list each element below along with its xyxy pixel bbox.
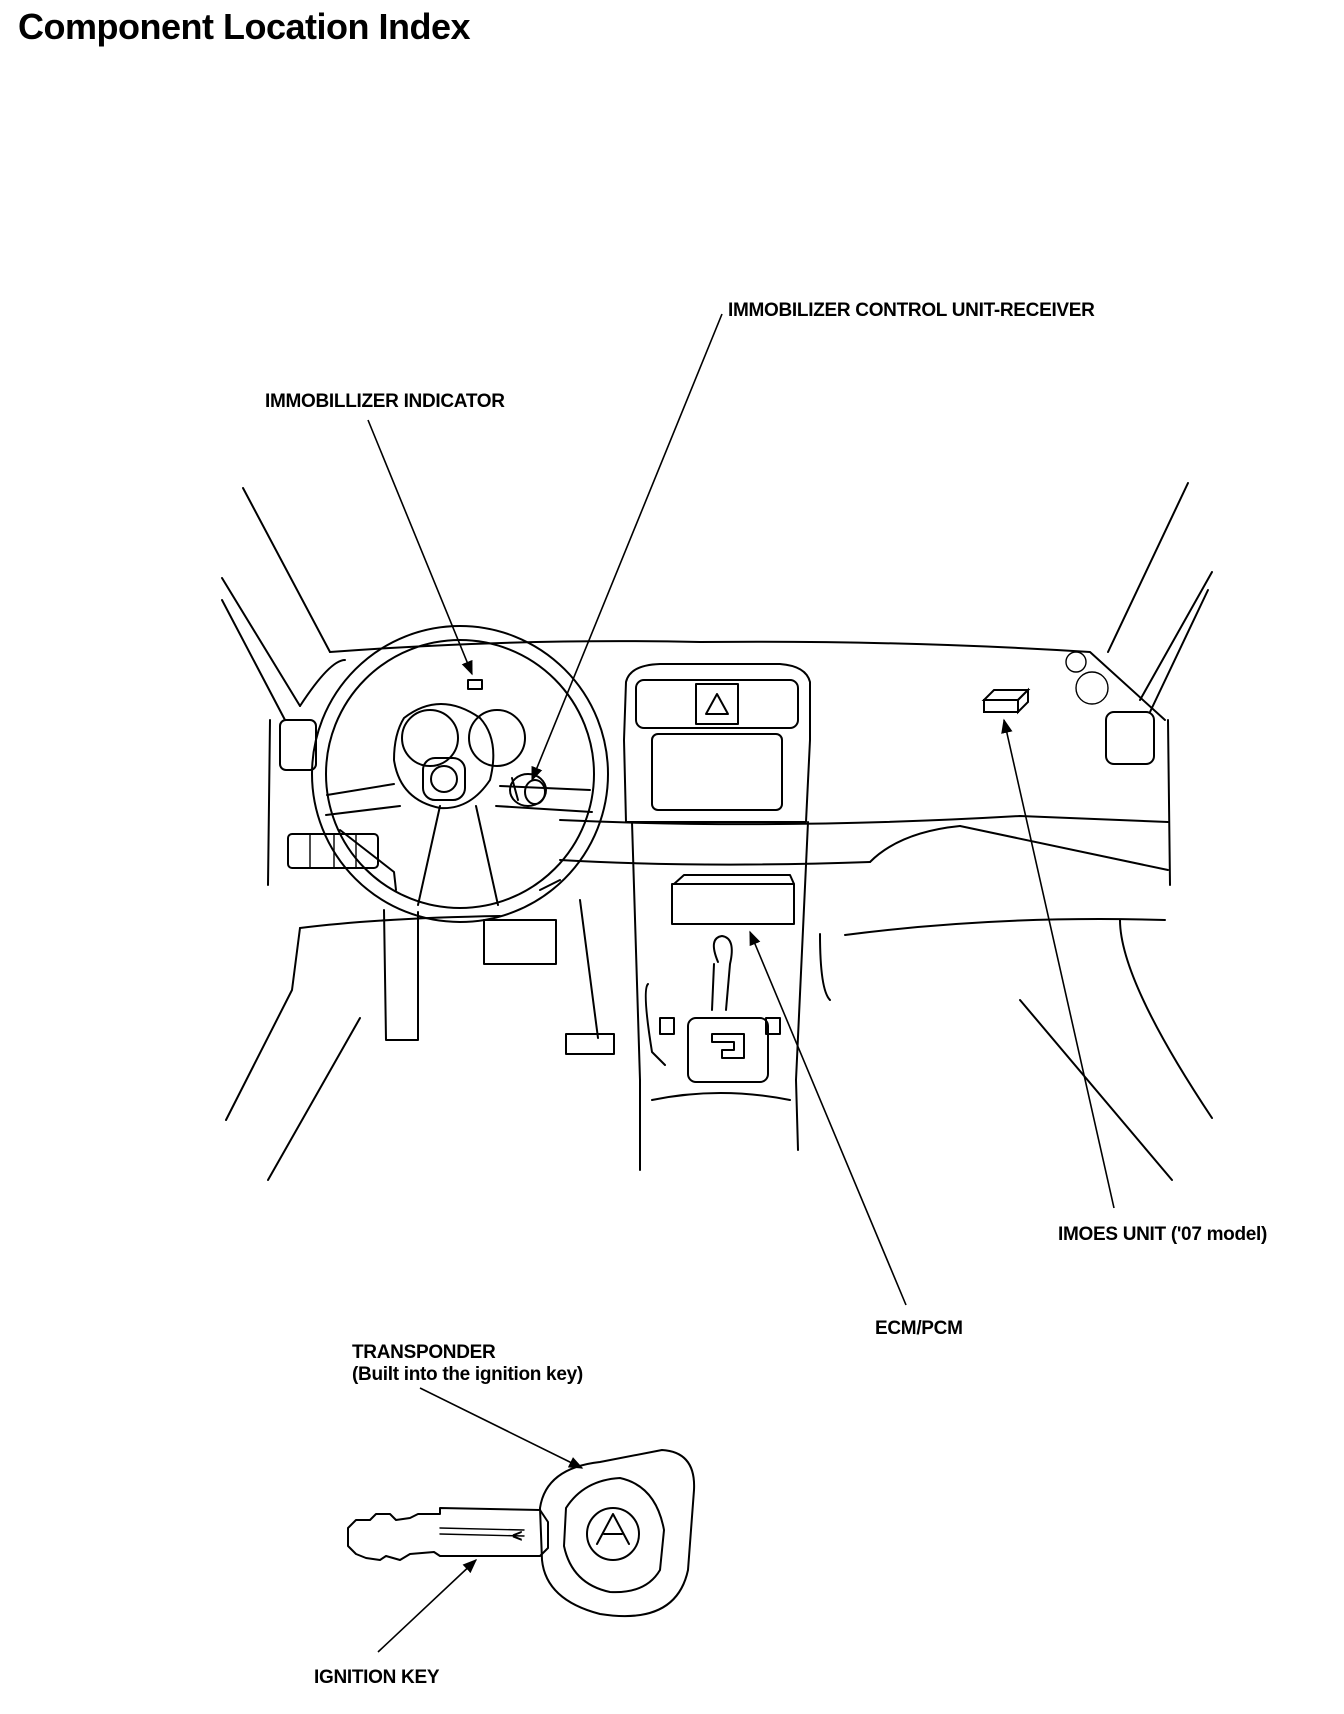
- page-title: Component Location Index: [18, 6, 471, 47]
- windshield-frame: [221, 482, 1213, 721]
- leader-ignition-key: [377, 1559, 478, 1653]
- leader-control-unit: [531, 313, 723, 782]
- leader-indicator: [367, 419, 473, 676]
- label-ecm-pcm: ECM/PCM: [875, 1318, 963, 1339]
- leader-transponder: [419, 1387, 584, 1469]
- label-imoes-unit: IMOES UNIT ('07 model): [1058, 1224, 1268, 1245]
- pedals-footwell: [225, 899, 1213, 1181]
- dashboard-outline: [267, 640, 1171, 936]
- leader-imoes: [1001, 718, 1115, 1209]
- side-vents: [279, 711, 1155, 869]
- label-transponder-note: (Built into the ignition key): [352, 1364, 583, 1385]
- indicator-lamp: [467, 679, 483, 690]
- center-stack: [623, 663, 811, 1081]
- steering-wheel: [311, 625, 609, 923]
- label-transponder: TRANSPONDER: [352, 1342, 496, 1363]
- label-immobilizer-indicator: IMMOBILLIZER INDICATOR: [265, 391, 505, 412]
- imoes-unit-box: [981, 687, 1031, 715]
- shifter-console: [639, 935, 799, 1171]
- label-immobilizer-control-unit: IMMOBILIZER CONTROL UNIT-RECEIVER: [728, 300, 1095, 321]
- ignition-receiver: [509, 773, 547, 807]
- label-ignition-key: IGNITION KEY: [314, 1667, 440, 1688]
- leader-ecm: [749, 930, 907, 1306]
- key-mark: <: [512, 1526, 523, 1546]
- ignition-key-drawing: [347, 1449, 696, 1618]
